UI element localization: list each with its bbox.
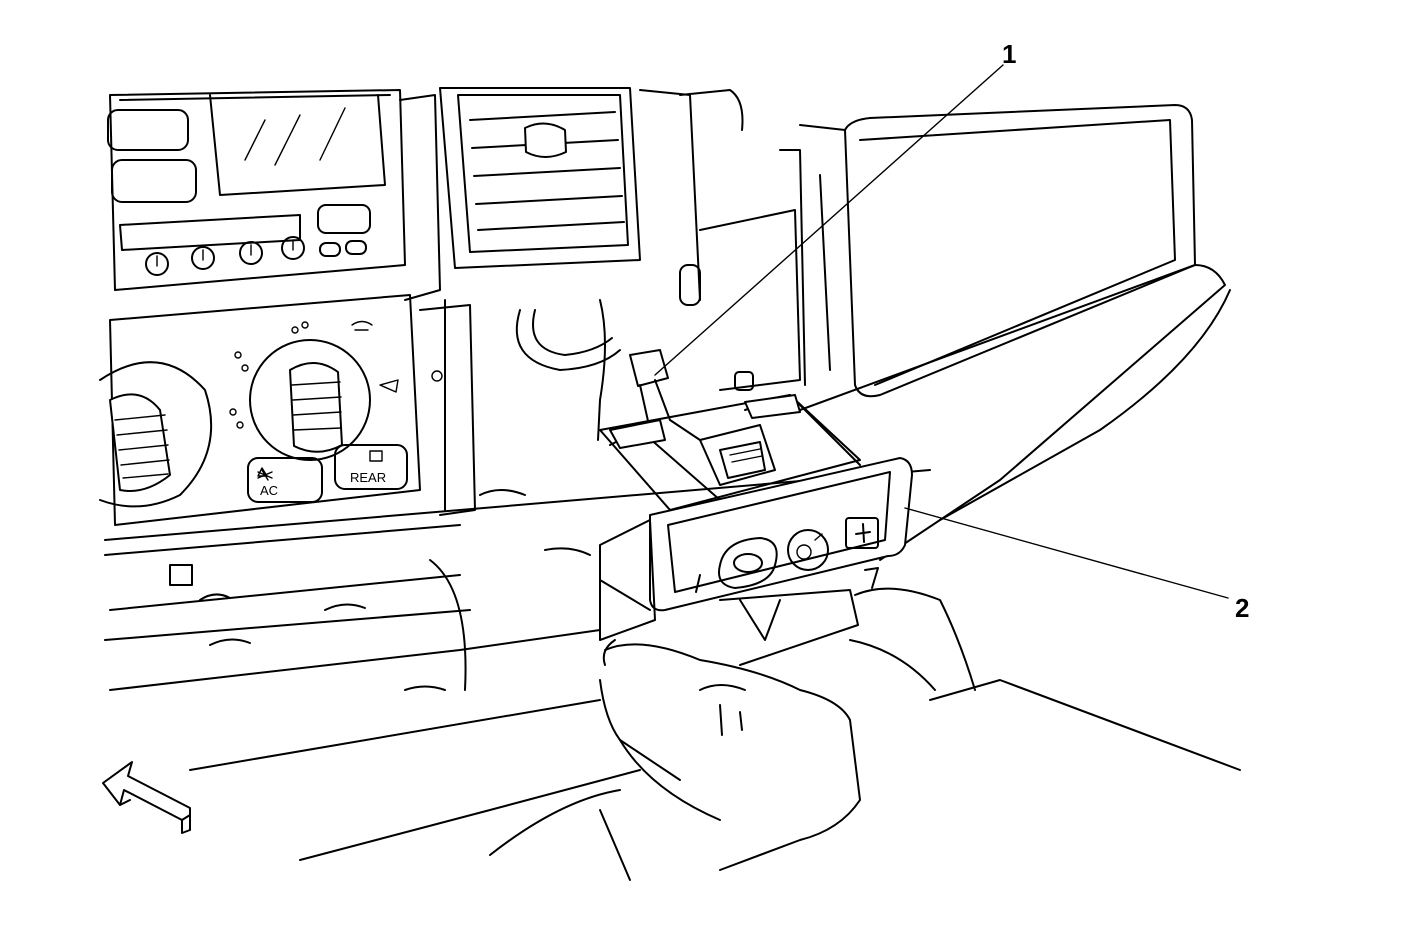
- glove-box: [679, 89, 1231, 561]
- ac-button-label: AC: [260, 483, 278, 498]
- callout-1: 1: [1002, 39, 1016, 69]
- direction-arrow-icon: [102, 761, 191, 834]
- leader-line-2: [904, 507, 1229, 599]
- wiring-harness-connector: [515, 299, 701, 441]
- dome-lamp-icon: [787, 529, 829, 571]
- switch-assembly: [599, 394, 913, 666]
- snowflake-icon: [257, 469, 273, 481]
- center-air-vent: [399, 87, 701, 301]
- dashboard-body: [104, 299, 931, 881]
- instrument-cluster: [107, 89, 406, 291]
- callout-2: 2: [1235, 593, 1249, 623]
- lamp-switch-icon: [718, 537, 778, 589]
- leader-lines: [654, 64, 1229, 599]
- defrost-icon: [351, 320, 373, 331]
- plus-icon: [845, 517, 879, 549]
- rear-button-label: REAR: [350, 470, 386, 485]
- climate-control-panel: AC REAR: [99, 294, 421, 526]
- hands: [599, 587, 1241, 871]
- leader-line-1: [654, 64, 1004, 376]
